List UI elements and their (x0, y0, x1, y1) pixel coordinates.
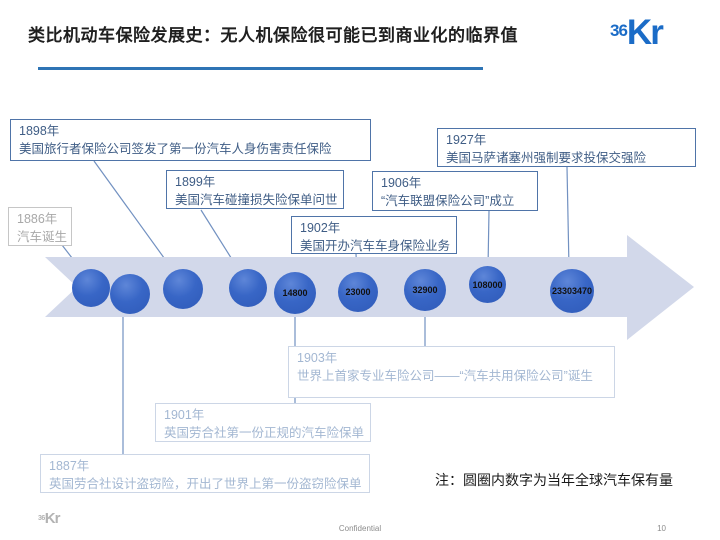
event-box-1898: 1898年 美国旅行者保险公司签发了第一份汽车人身伤害责任保险 (10, 119, 371, 161)
timeline-node-1906: 108000 (469, 266, 506, 303)
event-year: 1927年 (446, 133, 487, 147)
timeline-node-1927: 23303470 (550, 269, 594, 313)
event-desc: “汽车联盟保险公司”成立 (381, 193, 515, 208)
logo-36-text: 36 (610, 21, 628, 40)
event-box-1927: 1927年 美国马萨诸塞州强制要求投保交强险 (437, 128, 696, 167)
event-desc: 美国开办汽车车身保险业务 (300, 238, 451, 253)
event-desc: 英国劳合社第一份正规的汽车险保单 (164, 425, 365, 440)
event-desc: 英国劳合社设计盗窃险，开出了世界上第一份盗窃险保单 (49, 476, 362, 491)
event-desc: 美国旅行者保险公司签发了第一份汽车人身伤害责任保险 (19, 141, 332, 156)
event-year: 1901年 (164, 408, 205, 422)
logo-36kr: 36 Kr (610, 13, 664, 52)
timeline-node-1898 (163, 269, 203, 309)
page-number: 10 (657, 524, 666, 533)
timeline-node-1899 (229, 269, 267, 307)
event-year: 1902年 (300, 221, 341, 235)
event-year: 1899年 (175, 175, 216, 189)
footnote: 注：圆圈内数字为当年全球汽车保有量 (435, 472, 673, 488)
event-box-1899: 1899年 美国汽车碰撞损失险保单问世 (166, 170, 344, 209)
timeline-node-1902: 23000 (338, 272, 378, 312)
event-year: 1898年 (19, 124, 60, 138)
node-value: 108000 (472, 279, 503, 290)
logo-kr-text: Kr (626, 13, 664, 52)
event-box-1901: 1901年 英国劳合社第一份正规的汽车险保单 (155, 403, 371, 442)
node-value: 23303470 (551, 286, 593, 296)
event-year: 1886年 (17, 212, 58, 226)
confidential-label: Confidential (338, 524, 382, 533)
title-underline (38, 67, 483, 70)
node-value: 23000 (345, 287, 371, 297)
page-title: 类比机动车保险发展史：无人机保险很可能已到商业化的临界值 (28, 26, 518, 45)
node-value: 14800 (282, 288, 308, 298)
event-box-1903: 1903年 世界上首家专业车险公司——“汽车共用保险公司”诞生 (288, 346, 615, 398)
event-year: 1887年 (49, 459, 90, 473)
event-desc: 美国汽车碰撞损失险保单问世 (175, 192, 338, 207)
timeline-node-1901: 14800 (274, 272, 316, 314)
event-box-1902: 1902年 美国开办汽车车身保险业务 (291, 216, 457, 254)
timeline-node-1887 (110, 274, 150, 314)
event-box-1887: 1887年 英国劳合社设计盗窃险，开出了世界上第一份盗窃险保单 (40, 454, 370, 493)
event-year: 1906年 (381, 176, 422, 190)
footer-logo-36-text: 36 (38, 515, 45, 522)
timeline-node-1903: 32900 (404, 269, 446, 311)
event-desc: 美国马萨诸塞州强制要求投保交强险 (446, 150, 647, 165)
event-box-1906: 1906年 “汽车联盟保险公司”成立 (372, 171, 538, 211)
connector-1927 (566, 166, 570, 269)
event-desc: 世界上首家专业车险公司——“汽车共用保险公司”诞生 (297, 368, 593, 383)
event-year: 1903年 (297, 351, 338, 365)
node-value: 32900 (412, 285, 438, 295)
event-desc: 汽车诞生 (17, 229, 68, 244)
footer-logo-36kr: 36 Kr (38, 510, 61, 527)
footer-logo-kr-text: Kr (44, 510, 61, 527)
timeline-node-1886 (72, 269, 110, 307)
event-box-1886: 1886年 汽车诞生 (8, 207, 72, 246)
